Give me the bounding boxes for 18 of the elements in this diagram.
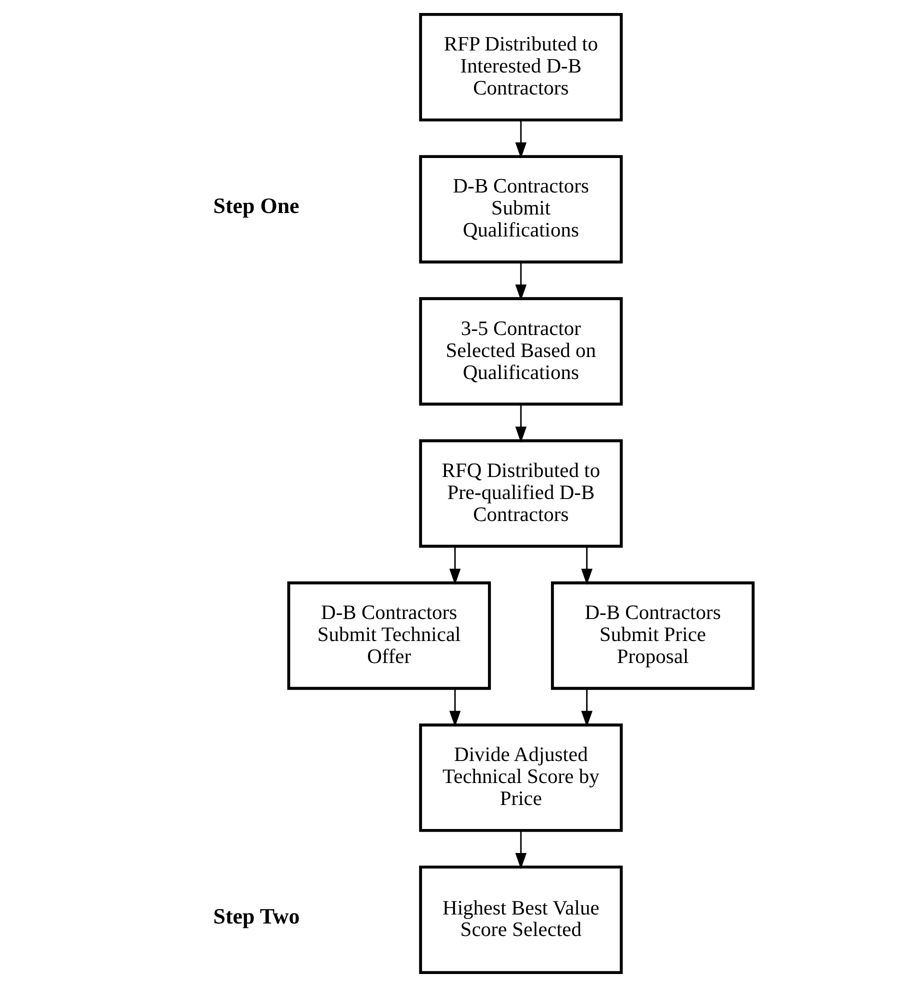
label: Step Two <box>213 903 300 928</box>
arrow <box>449 688 461 727</box>
arrow <box>581 546 592 585</box>
arrow <box>515 830 527 870</box>
arrow <box>515 120 527 159</box>
node-box: Divide Adjusted Technical Score by Price <box>419 724 623 832</box>
arrow <box>515 404 527 443</box>
node-box: D-B Contractors Submit Qualifications <box>419 155 623 264</box>
node-box: D-B Contractors Submit Price Proposal <box>550 581 755 690</box>
node-box: D-B Contractors Submit Technical Offer <box>287 581 491 690</box>
node-box: 3-5 Contractor Selected Based on Qualifications <box>419 297 623 406</box>
node-box: RFP Distributed to Interested D-B Contractors <box>419 12 623 122</box>
arrow <box>581 688 592 727</box>
arrow <box>449 546 461 585</box>
label: Step One <box>213 192 300 218</box>
arrow <box>515 262 527 301</box>
node-box: RFQ Distributed to Pre-qualified D-B Contractors <box>419 439 623 548</box>
node-box: Highest Best Value Score Selected <box>419 866 623 974</box>
